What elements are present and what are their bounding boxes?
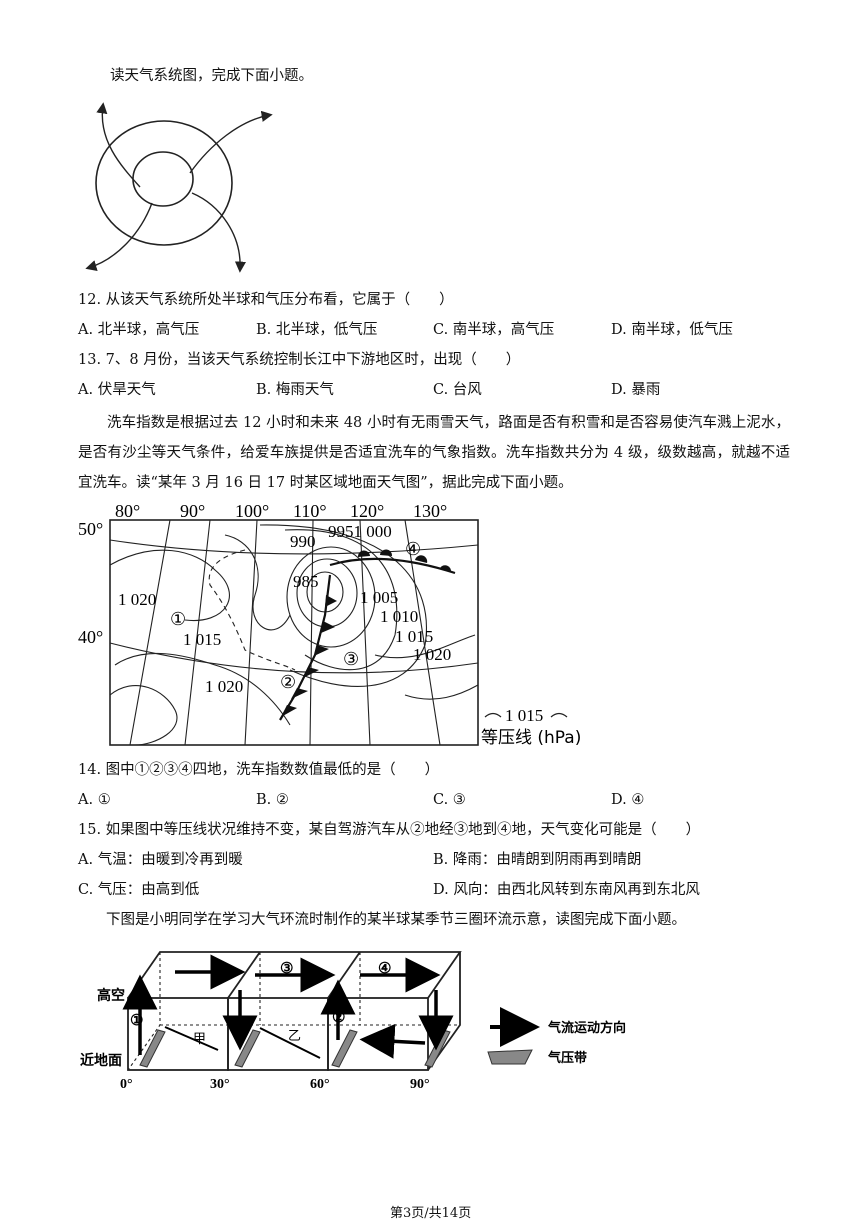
isobar-label: 1 020	[413, 645, 451, 664]
point-3-label: ③	[343, 649, 359, 669]
lat-60: 60°	[310, 1077, 330, 1092]
point-2-label: ②	[280, 672, 296, 692]
isobar-label: 1 005	[360, 588, 398, 607]
q14-option-b[interactable]: B. ②	[256, 792, 289, 808]
q14-option-c[interactable]: C. ③	[433, 792, 466, 808]
cell-3-label: ③	[280, 961, 293, 977]
isobar-label: 1 015	[183, 630, 221, 649]
lat-label: 40°	[78, 627, 103, 647]
isobar-label: 1 020	[205, 677, 243, 696]
q14-stem: 14. 图中①②③④四地，洗车指数数值最低的是（ ）	[78, 762, 440, 778]
q14-option-d[interactable]: D. ④	[611, 792, 645, 808]
legend-isobar-label: 等压线 (hPa)	[481, 728, 581, 748]
q12-option-d[interactable]: D. 南半球，低气压	[611, 322, 733, 338]
weather-map: 80° 90° 100° 110° 120° 130° 50° 40°	[78, 501, 581, 748]
lat-30: 30°	[210, 1077, 230, 1092]
lat-90: 90°	[410, 1077, 430, 1092]
isobar-label: 1 015	[395, 627, 433, 646]
q15-option-c[interactable]: C. 气压：由高到低	[78, 882, 200, 898]
isobar-label: 1 020	[118, 590, 156, 609]
q13-option-b[interactable]: B. 梅雨天气	[256, 382, 334, 398]
legend-pressure-belt: 气压带	[548, 1050, 587, 1066]
lat-label: 50°	[78, 519, 103, 539]
lon-label: 100°	[235, 501, 269, 521]
circulation-diagram: 高空 近地面 0° 30° 60° 90° ① ② ③ ④ 甲 乙 气流运动方向…	[80, 951, 626, 1092]
q15-option-d[interactable]: D. 风向：由西北风转到东南风再到东北风	[433, 882, 700, 898]
q12-option-b[interactable]: B. 北半球，低气压	[256, 322, 378, 338]
q13-option-a[interactable]: A. 伏旱天气	[78, 382, 156, 398]
q12-stem: 12. 从该天气系统所处半球和气压分布看，它属于（ ）	[78, 292, 454, 308]
weather-system-diagram	[85, 102, 273, 273]
point-4-label: ④	[405, 539, 421, 559]
q13-option-d[interactable]: D. 暴雨	[611, 382, 661, 398]
q13-option-c[interactable]: C. 台风	[433, 382, 482, 398]
q15-option-b[interactable]: B. 降雨：由晴朗到阴雨再到晴朗	[433, 852, 642, 868]
cell-1-label: ①	[130, 1013, 143, 1029]
q12-option-a[interactable]: A. 北半球，高气压	[78, 322, 200, 338]
page-footer: 第3页/共14页	[390, 1206, 472, 1221]
label-jia: 甲	[193, 1032, 206, 1047]
lon-label: 120°	[350, 501, 384, 521]
intro-2: 洗车指数是根据过去 12 小时和未来 48 小时有无雨雪天气，路面是否有积雪和是…	[78, 415, 790, 491]
q13-stem: 13. 7、8 月份，当该天气系统控制长江中下游地区时，出现（ ）	[78, 352, 521, 368]
lon-label: 80°	[115, 501, 140, 521]
legend-airflow: 气流运动方向	[548, 1020, 626, 1036]
lon-label: 130°	[413, 501, 447, 521]
label-yi: 乙	[288, 1029, 301, 1044]
isobar-label: 9951 000	[328, 522, 392, 541]
lat-0: 0°	[120, 1077, 133, 1092]
intro-1: 读天气系统图，完成下面小题。	[110, 68, 313, 84]
isobar-label: 1 010	[380, 607, 418, 626]
legend-isobar-value: 1 015	[505, 706, 543, 725]
isobar-label: 990	[290, 532, 316, 551]
q14-option-a[interactable]: A. ①	[78, 792, 111, 808]
q15-option-a[interactable]: A. 气温：由暖到冷再到暖	[78, 852, 243, 868]
lon-label: 90°	[180, 501, 205, 521]
intro-3: 下图是小明同学在学习大气环流时制作的某半球某季节三圈环流示意，读图完成下面小题。	[106, 912, 686, 928]
q15-stem: 15. 如果图中等压线状况维持不变，某自驾游汽车从②地经③地到④地，天气变化可能…	[78, 822, 701, 838]
q12-option-c[interactable]: C. 南半球，高气压	[433, 322, 555, 338]
cell-4-label: ④	[378, 961, 391, 977]
lon-label: 110°	[293, 501, 327, 521]
point-1-label: ①	[170, 609, 186, 629]
cell-2-label: ②	[332, 1010, 345, 1026]
isobar-label: 985	[293, 572, 319, 591]
label-surface: 近地面	[80, 1052, 122, 1069]
label-high: 高空	[97, 987, 125, 1004]
